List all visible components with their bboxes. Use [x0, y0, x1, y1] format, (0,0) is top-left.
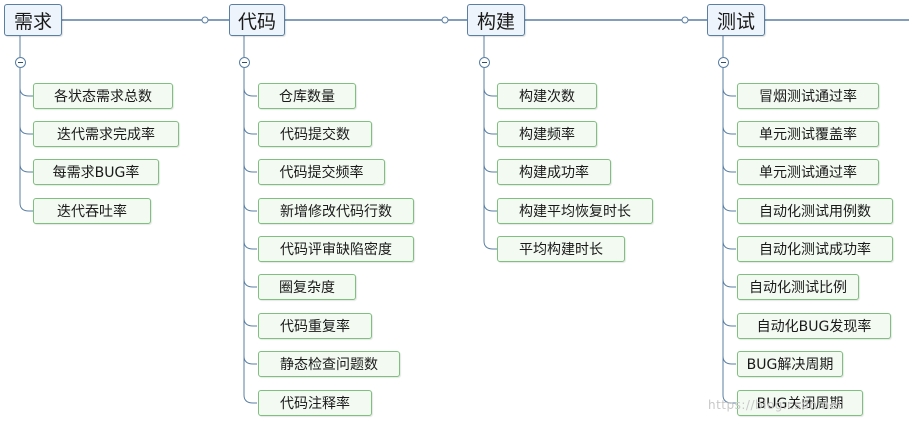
- node-build-3[interactable]: 构建成功率: [497, 159, 611, 185]
- branch-1-1: [19, 87, 33, 97]
- branch-4-9: [722, 394, 736, 404]
- branch-4-6: [722, 278, 736, 288]
- branch-4-5: [722, 240, 736, 250]
- node-code-2[interactable]: 代码提交数: [258, 121, 372, 147]
- node-build-5[interactable]: 平均构建时长: [497, 236, 625, 262]
- node-code-3[interactable]: 代码提交频率: [258, 159, 385, 185]
- node-test-6[interactable]: 自动化测试比例: [737, 274, 859, 300]
- collapse-requirements-icon[interactable]: [15, 57, 26, 68]
- node-code-7[interactable]: 代码重复率: [258, 313, 372, 339]
- node-test-3[interactable]: 单元测试通过率: [737, 159, 879, 185]
- junction-dot-1: [201, 16, 209, 24]
- branch-4-3: [722, 163, 736, 173]
- collapse-build-icon[interactable]: [479, 57, 490, 68]
- node-requirements-3[interactable]: 每需求BUG率: [33, 159, 159, 185]
- header-test[interactable]: 测试: [707, 4, 765, 36]
- branch-1-4: [19, 202, 33, 212]
- node-build-1[interactable]: 构建次数: [497, 83, 597, 109]
- node-build-4[interactable]: 构建平均恢复时长: [497, 198, 653, 224]
- branch-4-2: [722, 125, 736, 135]
- branch-1-2: [19, 125, 33, 135]
- branch-4-4: [722, 202, 736, 212]
- branch-3-4: [483, 202, 497, 212]
- branch-1-3: [19, 163, 33, 173]
- branch-2-4: [243, 202, 257, 212]
- junction-dot-3: [681, 16, 689, 24]
- branch-2-7: [243, 317, 257, 327]
- header-requirements[interactable]: 需求: [4, 4, 62, 36]
- node-test-7[interactable]: 自动化BUG发现率: [737, 313, 891, 339]
- branch-3-1: [483, 87, 497, 97]
- node-test-8[interactable]: BUG解决周期: [737, 351, 843, 377]
- node-requirements-1[interactable]: 各状态需求总数: [33, 83, 173, 109]
- node-code-9[interactable]: 代码注释率: [258, 390, 372, 416]
- header-code[interactable]: 代码: [229, 4, 285, 36]
- node-build-2[interactable]: 构建频率: [497, 121, 597, 147]
- junction-dot-2: [441, 16, 449, 24]
- node-test-1[interactable]: 冒烟测试通过率: [737, 83, 879, 109]
- branch-2-2: [243, 125, 257, 135]
- collapse-test-icon[interactable]: [718, 57, 729, 68]
- node-test-4[interactable]: 自动化测试用例数: [737, 198, 893, 224]
- branch-2-3: [243, 163, 257, 173]
- collapse-code-icon[interactable]: [239, 57, 250, 68]
- watermark: https://blog.csdn.net: [708, 398, 843, 412]
- branch-2-5: [243, 240, 257, 250]
- branch-3-2: [483, 125, 497, 135]
- node-code-8[interactable]: 静态检查问题数: [258, 351, 400, 377]
- node-code-6[interactable]: 圈复杂度: [258, 274, 356, 300]
- branch-2-6: [243, 278, 257, 288]
- node-test-5[interactable]: 自动化测试成功率: [737, 236, 893, 262]
- header-build[interactable]: 构建: [467, 4, 525, 36]
- node-code-4[interactable]: 新增修改代码行数: [258, 198, 414, 224]
- node-requirements-4[interactable]: 迭代吞吐率: [33, 198, 151, 224]
- branch-4-1: [722, 87, 736, 97]
- branch-2-8: [243, 355, 257, 365]
- branch-2-9: [243, 394, 257, 404]
- node-requirements-2[interactable]: 迭代需求完成率: [33, 121, 179, 147]
- branch-2-1: [243, 87, 257, 97]
- node-code-5[interactable]: 代码评审缺陷密度: [258, 236, 414, 262]
- branch-3-5: [483, 240, 497, 250]
- node-test-9[interactable]: BUG关闭周期: [737, 390, 863, 416]
- node-code-1[interactable]: 仓库数量: [258, 83, 356, 109]
- branch-3-3: [483, 163, 497, 173]
- branch-4-7: [722, 317, 736, 327]
- branch-4-8: [722, 355, 736, 365]
- node-test-2[interactable]: 单元测试覆盖率: [737, 121, 879, 147]
